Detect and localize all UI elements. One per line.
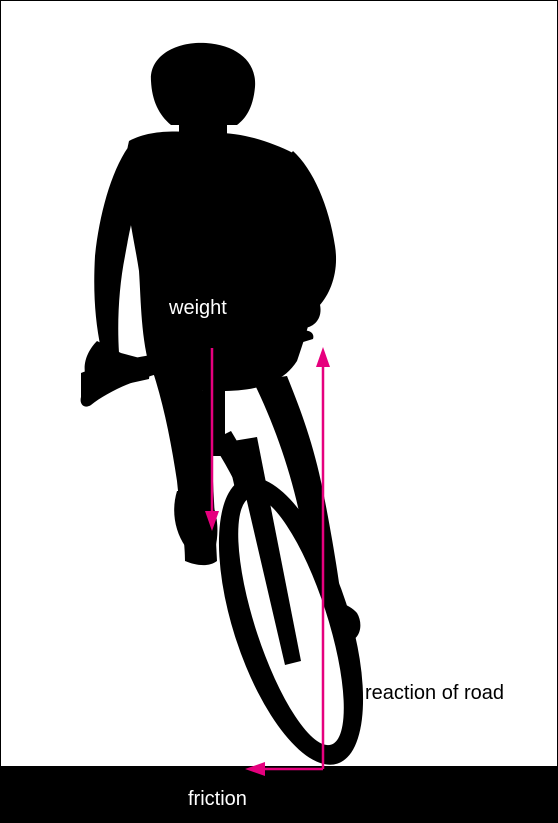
- reaction-arrow-head: [316, 347, 330, 367]
- reaction-of-road-label: reaction of road: [365, 683, 504, 703]
- rider-helmet: [151, 43, 255, 125]
- road-ground: [1, 766, 557, 822]
- weight-label: weight: [169, 298, 227, 318]
- friction-label: friction: [188, 789, 247, 809]
